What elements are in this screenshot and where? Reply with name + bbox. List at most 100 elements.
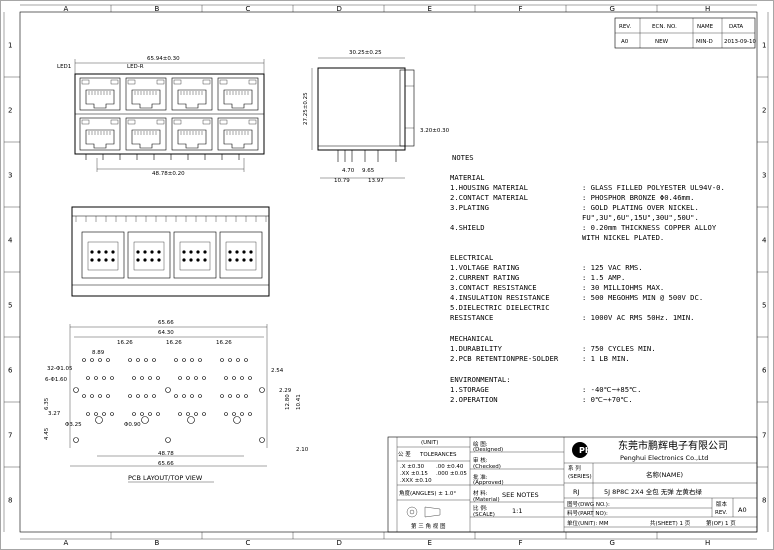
pcb-pin-hole [98,358,102,362]
pcb-pin-hole [232,412,236,416]
pcb-pin-hole [198,394,202,398]
note-value: : 125 VAC RMS. [582,263,643,272]
side-view: 30.25±0.25 27.25±0.25 3.20±0.30 4.70 9.6… [303,50,450,184]
grid-row-label: 7 [762,432,766,440]
note-value: : 0.20mm THICKNESS COPPER ALLOY [582,223,717,232]
notes-environmental-title: ENVIRONMENTAL: [450,375,511,384]
pcb-pin-hole [232,376,236,380]
tb-sheet: 共(SHEET) 1 页 [650,519,691,527]
notes: NOTES MATERIAL 1.HOUSING MATERIAL: GLASS… [450,153,725,404]
pcb-dim-e: 12.80 [285,394,291,410]
bottom-view [71,206,270,297]
front-width-dim: 65.94±0.30 [147,56,180,62]
grid-column-label: G [610,539,615,547]
grid-column-label: D [337,5,342,13]
pcb-pin-hole [98,394,102,398]
pcb-total2-dim: 64.30 [158,330,174,336]
tb-tol-3: .XXX ±0.10 [400,478,432,484]
pcb-mount-hole [187,416,195,424]
pcb-dim-c: 2.29 [279,388,292,394]
grid-row-label: 1 [8,42,12,50]
tb-scale-val: 1:1 [512,507,522,515]
pcb-pin-hole [152,394,156,398]
pcb-pin-hole [248,376,252,380]
tb-series-val: RJ [573,488,580,496]
pcb-pin-hole [228,394,232,398]
note-label: 1.HOUSING MATERIAL [450,183,528,192]
tb-part-desc: 5J 8P8C 2X4 全包 无弹 左黄右绿 [604,487,702,496]
rev-name: MIN-D [696,39,713,45]
pcb-pin-hole [174,358,178,362]
pcb-pin-hole [86,412,90,416]
side-dim-b: 9.65 [362,168,375,174]
grid-column-label: E [428,539,432,547]
grid-column-label: C [246,5,251,13]
rev-header-name: NAME [697,24,714,30]
pcb-pin-hole [236,358,240,362]
grid-row-label: 8 [8,497,12,505]
pcb-bottom2-dim: 65.66 [158,461,174,467]
pcb-pin-hole [144,394,148,398]
side-width-dim: 30.25±0.25 [349,50,382,56]
tb-series-en: (SERIES) [568,474,592,480]
company-name-en: Penghui Electronics Co.,Ltd [620,454,708,462]
pcb-pin-hole [236,394,240,398]
tb-drawn-zh: 绘 图: [473,440,488,448]
tb-rev-zh: 版本 [716,500,728,508]
pcb-pin-hole [140,412,144,416]
tb-of: 第(OF) 1 页 [706,519,736,527]
grid-row-label: 1 [762,42,766,50]
pcb-caption: PCB LAYOUT/TOP VIEW [128,474,203,482]
bottom-port [81,231,125,279]
pcb-pin-hole [148,376,152,380]
rev-value: A0 [621,39,629,45]
note-value: : 1 LB MIN. [582,354,630,363]
pcb-pin-hole [178,376,182,380]
phc-logo: PHC [579,446,598,455]
grid-row-label: 5 [8,302,12,310]
grid-row-label: 6 [762,367,767,375]
tb-checked-zh: 审 核: [473,456,488,464]
grid-row-label: 2 [8,107,12,115]
pcb-dim-g: 3.27 [48,411,61,417]
grid-row-label: 8 [762,497,766,505]
pcb-pin-hole [102,376,106,380]
pcb-pin-hole [178,412,182,416]
rev-header-data: DATA [729,24,743,30]
side-dim-d: 13.97 [368,178,384,184]
grid-column-label: H [705,539,710,547]
grid-column-label: G [610,5,615,13]
note-value: : 500 MEGOHMS MIN @ 500V DC. [582,293,703,302]
tb-rev-val: A0 [738,506,747,514]
led1-label: LED1 [57,64,71,70]
side-height-dim: 27.25±0.25 [303,92,309,125]
pcb-pin-hole [132,376,136,380]
side-dim-c: 10.79 [334,178,350,184]
pcb-pitch-3: 16.26 [216,340,232,346]
led-r-label: LED-R [127,64,144,70]
grid-row-label: 6 [8,367,13,375]
bottom-port [173,231,217,279]
tb-approved-en: (Approved) [473,480,504,486]
rev-header-rev: REV. [619,24,631,30]
tb-material-val: SEE NOTES [502,491,539,499]
tb-unit-label: 单位(UNIT): MM [567,519,609,527]
pcb-hole-3: Φ0.90 [124,422,141,428]
pcb-pin-hole [106,358,110,362]
rj45-port [79,77,121,111]
rj45-port [125,117,167,151]
side-dim-a: 4.70 [342,168,355,174]
pcb-pin-hole [202,412,206,416]
note-label: 4.SHIELD [450,223,485,232]
note-value: : 1.5 AMP. [582,273,625,282]
pcb-dim-j: 6.35 [44,397,50,410]
note-value: FU",3U",6U",15U",30U",50U". [582,213,699,222]
pcb-dim-b: 2.54 [271,368,284,374]
pcb-layout: 65.66 64.30 16.26 16.26 16.26 8.89 2.54 … [44,320,309,483]
pcb-pin-hole [244,394,248,398]
pcb-pin-hole [182,394,186,398]
pcb-bottom1-dim: 48.78 [158,451,174,457]
rj45-port [171,77,213,111]
